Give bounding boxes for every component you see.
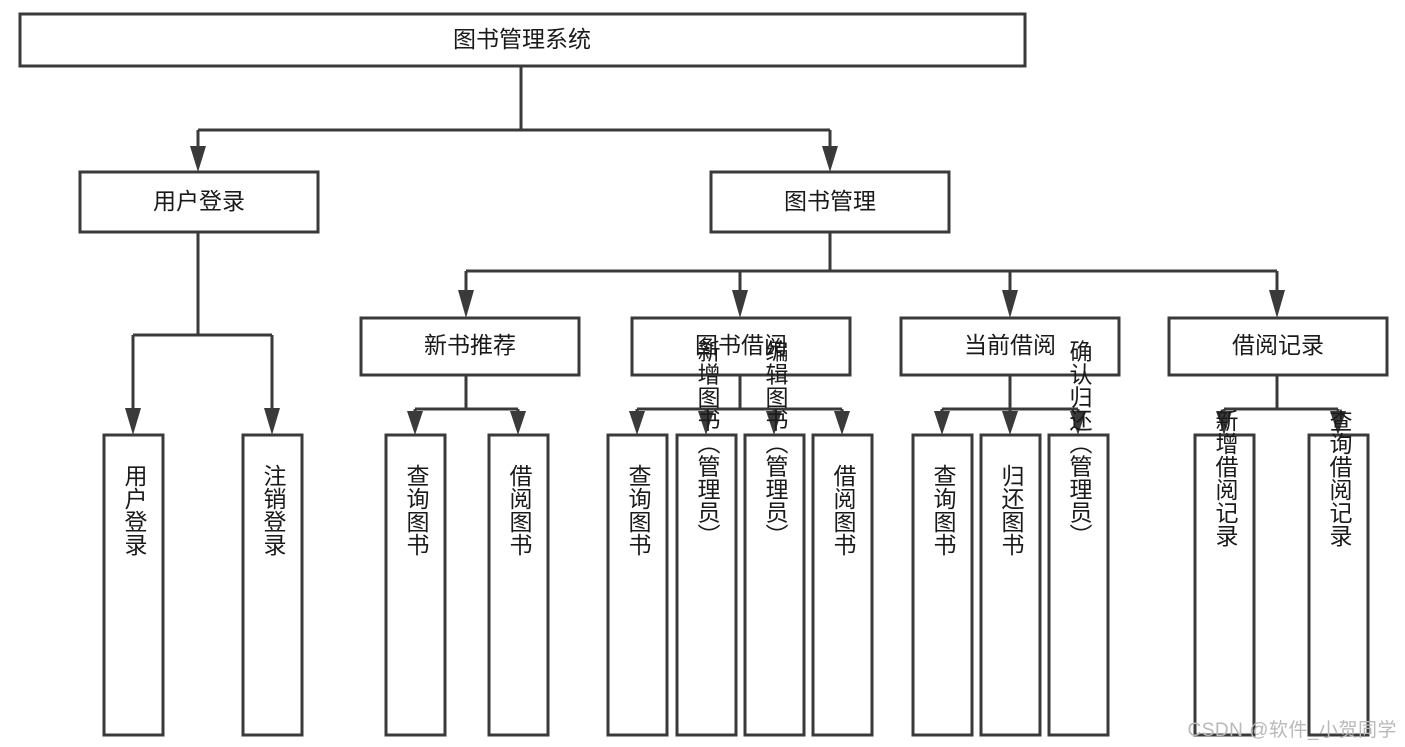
leaf-bookborrow-query-box[interactable] [606, 433, 669, 737]
arrowhead-leaf-user-login [125, 408, 141, 435]
arrowhead-book-manage [822, 146, 838, 172]
node-new-book-recommend-box[interactable] [359, 316, 581, 377]
leaf-newbook-query-label: 查询图书 [403, 464, 430, 556]
leaf-currentborrow-query-box[interactable] [911, 433, 974, 737]
node-user-login[interactable]: 用户登录 [78, 170, 320, 234]
arrowhead-cb-leaf-1 [934, 411, 950, 435]
leaf-user-login-signin-label: 用户登录 [121, 464, 148, 556]
arrowhead-book-borrow [732, 290, 748, 318]
arrowhead-bb-leaf-3 [766, 411, 782, 435]
leaf-user-login-signout-box[interactable] [241, 433, 304, 737]
node-user-login-label: 用户登录 [153, 188, 245, 214]
node-root-system[interactable]: 图书管理系统 [18, 12, 1027, 68]
leaf-newbook-query-box[interactable] [384, 433, 447, 737]
leaf-user-login-signin[interactable]: 用户登录 [102, 433, 165, 737]
connectors-bookborrow-to-leaves [629, 375, 850, 435]
arrowhead-br-leaf-1 [1216, 411, 1232, 435]
leaf-bookborrow-edit[interactable]: 编辑图书（管理员） [743, 340, 806, 737]
leaf-currentborrow-return[interactable]: 归还图书 [979, 433, 1042, 737]
connectors-userlogin-to-leaves [125, 232, 280, 435]
leaf-newbook-borrow-label: 借阅图书 [506, 464, 533, 556]
connectors-bookmanage-to-level3 [458, 232, 1285, 318]
leaf-borrowrecord-query[interactable]: 查询借阅记录 [1307, 409, 1370, 737]
leaf-currentborrow-confirm-box[interactable] [1047, 433, 1110, 737]
leaf-bookborrow-query[interactable]: 查询图书 [606, 433, 669, 737]
node-book-borrow-label: 图书借阅 [695, 332, 787, 358]
leaf-user-login-signout[interactable]: 注销登录 [241, 433, 304, 737]
arrowhead-leaf-logout [264, 408, 280, 435]
leaf-bookborrow-add-label: 新增图书（管理员） [694, 340, 721, 547]
arrowhead-new-book [458, 290, 474, 318]
arrowhead-nb-leaf-2 [510, 411, 526, 435]
connectors-newbook-to-leaves [407, 375, 526, 435]
node-root-system-label: 图书管理系统 [453, 26, 591, 52]
leaf-bookborrow-edit-box[interactable] [743, 433, 806, 737]
leaf-newbook-borrow-box[interactable] [487, 433, 550, 737]
leaf-bookborrow-borrow-box[interactable] [811, 433, 874, 737]
arrowhead-user-login [190, 146, 206, 172]
leaf-user-login-signout-label: 注销登录 [260, 464, 287, 556]
leaf-currentborrow-return-label: 归还图书 [998, 464, 1025, 556]
leaf-currentborrow-query[interactable]: 查询图书 [911, 433, 974, 737]
leaf-bookborrow-add-box[interactable] [675, 433, 738, 737]
arrowhead-bb-leaf-1 [629, 411, 645, 435]
leaf-borrowrecord-add-box[interactable] [1193, 433, 1256, 737]
leaf-borrowrecord-query-box[interactable] [1307, 433, 1370, 737]
leaf-bookborrow-borrow-label: 借阅图书 [830, 464, 857, 556]
leaf-newbook-query[interactable]: 查询图书 [384, 433, 447, 737]
leaf-bookborrow-borrow[interactable]: 借阅图书 [811, 433, 874, 737]
arrowhead-bb-leaf-2 [698, 411, 714, 435]
node-borrow-record[interactable]: 借阅记录 [1167, 316, 1389, 377]
leaf-borrowrecord-add-label: 新增借阅记录 [1212, 409, 1239, 547]
node-book-management-label: 图书管理 [784, 188, 876, 214]
arrowhead-nb-leaf-1 [407, 411, 423, 435]
leaf-borrowrecord-add[interactable]: 新增借阅记录 [1193, 409, 1256, 737]
node-new-book-recommend[interactable]: 新书推荐 [359, 316, 581, 377]
leaf-newbook-borrow[interactable]: 借阅图书 [487, 433, 550, 737]
leaf-bookborrow-add[interactable]: 新增图书（管理员） [675, 340, 738, 737]
connectors-currentborrow-to-leaves [934, 375, 1086, 435]
leaf-bookborrow-edit-label: 编辑图书（管理员） [762, 340, 789, 547]
leaf-currentborrow-return-box[interactable] [979, 433, 1042, 737]
connectors-borrowrecord-to-leaves [1216, 375, 1346, 435]
csdn-watermark: CSDN @软件_小贺同学 [1187, 720, 1397, 741]
leaf-user-login-signin-box[interactable] [102, 433, 165, 737]
node-book-management[interactable]: 图书管理 [709, 170, 951, 234]
node-book-management-box[interactable] [709, 170, 951, 234]
leaf-currentborrow-confirm-label: 确认归还（管理员） [1066, 340, 1093, 547]
arrowhead-bb-leaf-4 [834, 411, 850, 435]
node-root-system-box[interactable] [18, 12, 1027, 68]
node-new-book-recommend-label: 新书推荐 [424, 332, 516, 358]
node-book-borrow[interactable]: 图书借阅 [630, 316, 852, 377]
node-current-borrow[interactable]: 当前借阅 [899, 316, 1121, 377]
connectors-root-to-level2 [190, 66, 838, 172]
node-book-borrow-box[interactable] [630, 316, 852, 377]
arrowhead-cb-leaf-3 [1070, 411, 1086, 435]
arrowhead-cb-leaf-2 [1002, 411, 1018, 435]
arrowhead-borrow-record [1269, 290, 1285, 318]
node-current-borrow-box[interactable] [899, 316, 1121, 377]
leaf-bookborrow-query-label: 查询图书 [625, 464, 652, 556]
leaf-currentborrow-query-label: 查询图书 [930, 464, 957, 556]
arrowhead-current-borrow [1002, 290, 1018, 318]
node-current-borrow-label: 当前借阅 [964, 332, 1056, 358]
node-borrow-record-box[interactable] [1167, 316, 1389, 377]
leaf-currentborrow-confirm[interactable]: 确认归还（管理员） [1047, 340, 1110, 737]
leaf-borrowrecord-query-label: 查询借阅记录 [1326, 409, 1353, 547]
node-user-login-box[interactable] [78, 170, 320, 234]
arrowhead-br-leaf-2 [1330, 411, 1346, 435]
node-borrow-record-label: 借阅记录 [1232, 332, 1324, 358]
